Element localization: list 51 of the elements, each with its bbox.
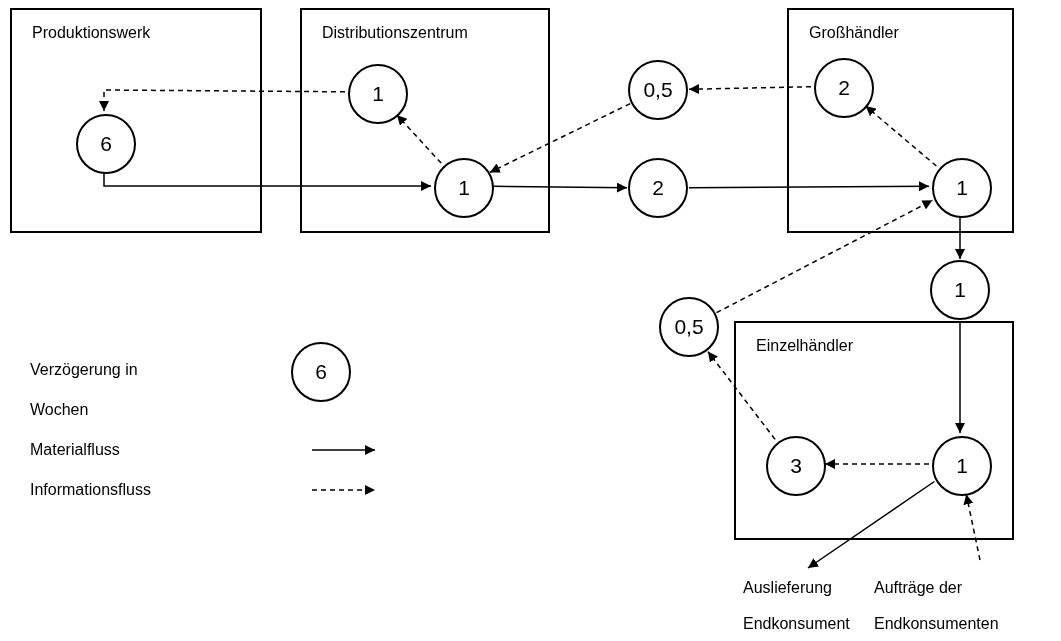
stage-label: Distributionszentrum <box>322 24 468 42</box>
delay-value: 1 <box>954 278 966 302</box>
delay-value: 6 <box>100 132 112 156</box>
legend-text: Informationsfluss <box>30 480 151 500</box>
delay-value: 0,5 <box>674 315 704 339</box>
dashed-arrow <box>963 493 981 561</box>
delay-value: 0,5 <box>643 78 673 102</box>
delay-circle <box>766 436 826 496</box>
stage-label: Großhändler <box>809 24 899 42</box>
delay-value: 6 <box>315 360 327 384</box>
dashed-arrow <box>99 89 346 112</box>
delay-value: 2 <box>652 176 664 200</box>
legend-text: Verzögerung in Wochen <box>30 360 139 420</box>
legend-text: Materialfluss <box>30 440 120 460</box>
stage-box <box>300 8 550 233</box>
flow-label: Aufträge der Endkonsumenten <box>874 578 1000 634</box>
delay-value: 3 <box>790 454 802 478</box>
delay-value: 1 <box>372 82 384 106</box>
delay-value: 1 <box>956 176 968 200</box>
delay-circle <box>348 64 408 124</box>
stage-box <box>787 8 1014 233</box>
stage-label: Produktionswerk <box>32 24 151 42</box>
delay-circle <box>76 114 136 174</box>
arrow <box>492 182 628 193</box>
delay-circle <box>434 158 494 218</box>
stage-box <box>734 321 1014 540</box>
delay-circle <box>628 60 688 120</box>
stage-box <box>10 8 262 233</box>
arrow <box>688 181 930 192</box>
delay-value: 1 <box>458 176 470 200</box>
dashed-arrow <box>707 350 776 441</box>
delay-circle <box>628 158 688 218</box>
stage-label: Einzelhändler <box>756 337 853 355</box>
delay-circle <box>814 58 874 118</box>
arrow <box>807 480 936 569</box>
arrow <box>955 216 965 260</box>
arrow <box>103 172 432 191</box>
delay-value: 1 <box>956 454 968 478</box>
delay-circle <box>659 297 719 357</box>
dashed-arrow <box>396 114 442 164</box>
dashed-arrow <box>864 105 938 167</box>
dashed-arrow <box>824 459 930 469</box>
arrow <box>955 320 965 434</box>
flow-label: Auslieferung Endkonsument <box>743 578 851 634</box>
delay-value: 2 <box>838 76 850 100</box>
delay-circle <box>932 158 992 218</box>
delay-circle <box>930 260 990 320</box>
dashed-arrow <box>715 199 934 314</box>
dashed-arrow <box>688 84 812 95</box>
dashed-arrow <box>489 102 631 174</box>
delay-circle <box>932 436 992 496</box>
